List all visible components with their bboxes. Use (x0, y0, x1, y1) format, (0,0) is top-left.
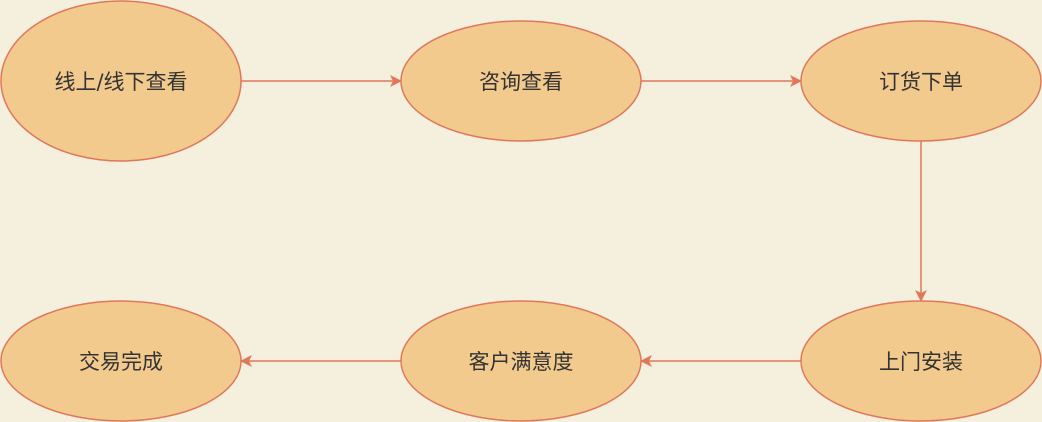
node-consult (400, 20, 642, 142)
node-view (0, 0, 242, 162)
node-satisfaction (400, 300, 642, 422)
node-order (800, 20, 1042, 142)
node-done (0, 300, 242, 422)
node-install (800, 300, 1042, 422)
